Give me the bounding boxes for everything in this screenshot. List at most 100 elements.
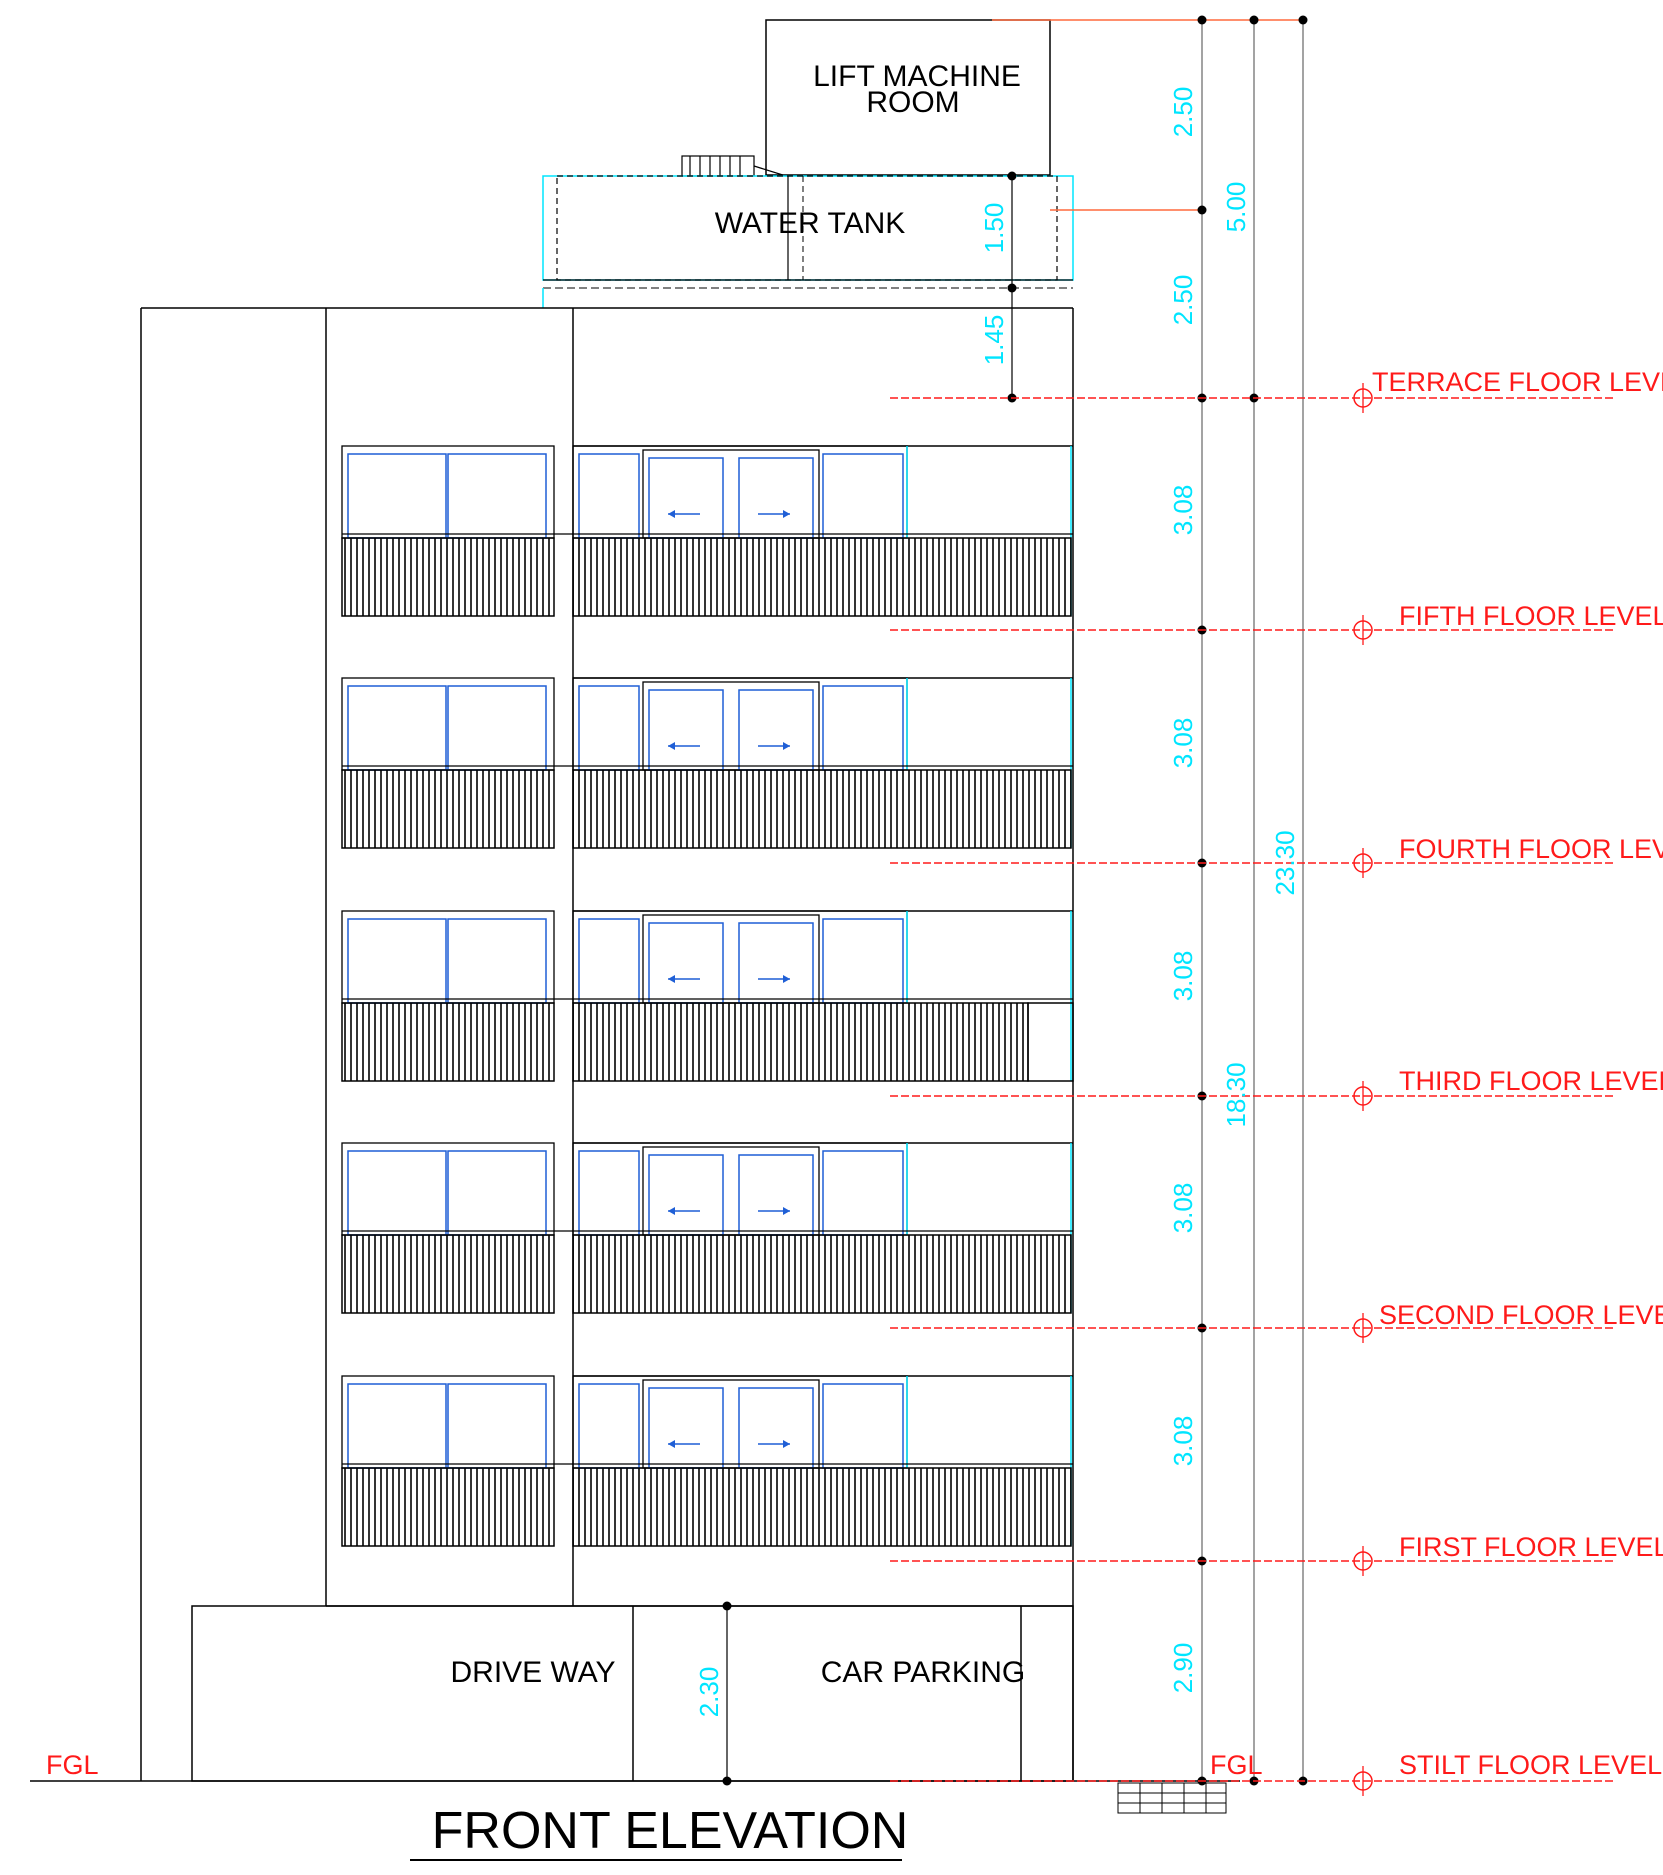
level-label-third: THIRD FLOOR LEVEL [1399, 1066, 1663, 1096]
dim-floor4: 3.08 [1168, 718, 1198, 769]
fgl-right-label: FGL [1210, 1750, 1263, 1780]
dimension-dot [1298, 15, 1308, 25]
window-pane [347, 453, 447, 539]
level-lines [890, 383, 1615, 1796]
balcony-railing-left [341, 537, 555, 617]
sliding-door-leaf [738, 689, 814, 771]
floor-bay [341, 445, 1073, 617]
floor-bay [341, 677, 1073, 849]
sliding-door-leaf [738, 1154, 814, 1236]
hatch-block [1117, 1782, 1227, 1814]
door-opening [642, 1146, 820, 1236]
window-pane [347, 685, 447, 771]
dimension-dot [1007, 283, 1017, 293]
window-pane [447, 453, 547, 539]
slide-arrow-left-head [668, 1440, 675, 1448]
balcony-railing-right [572, 769, 1072, 849]
window-pane [347, 918, 447, 1004]
dim-parapet: 1.45 [979, 315, 1009, 366]
door-frame [572, 677, 908, 771]
dim-lmr: 2.50 [1168, 87, 1198, 138]
dimension-dot [1197, 15, 1207, 25]
stilt-floor [191, 1605, 1074, 1782]
window-pane [578, 1383, 640, 1469]
window-pane [447, 1383, 547, 1469]
dimension-ticks-top [992, 19, 1303, 211]
floor-bay [341, 910, 1074, 1082]
door-frame [572, 910, 908, 1004]
floor-bay [341, 1375, 1073, 1547]
balcony-railing-left [341, 1002, 555, 1082]
dim-floor5: 3.08 [1168, 485, 1198, 536]
window-pane [447, 918, 547, 1004]
sliding-door-leaf [648, 1154, 724, 1236]
window-pane [822, 685, 904, 771]
balcony-railing-left [341, 769, 555, 849]
sliding-door-leaf [648, 457, 724, 539]
sliding-door-leaf [738, 1387, 814, 1469]
water-tank [542, 175, 1074, 308]
balcony-railing-right [572, 1234, 1072, 1314]
dim-floor2: 3.08 [1168, 1183, 1198, 1234]
dim-headroom: 2.50 [1168, 275, 1198, 326]
drawing-title: FRONT ELEVATION [432, 1802, 909, 1860]
sliding-door-leaf [648, 922, 724, 1004]
dimension-dot [722, 1776, 732, 1786]
level-label-stilt: STILT FLOOR LEVEL [1399, 1750, 1662, 1780]
dim-overall: 23.30 [1270, 830, 1300, 895]
slide-arrow-left-head [668, 742, 675, 750]
dim-tank: 1.50 [979, 203, 1009, 254]
drive-way-label: DRIVE WAY [450, 1656, 615, 1689]
window-pane [822, 918, 904, 1004]
balcony-railing-left [341, 1467, 555, 1547]
fgl-left-label: FGL [46, 1750, 99, 1780]
slide-arrow-right-head [783, 742, 790, 750]
balcony-railing-right [572, 1467, 1072, 1547]
sliding-door-leaf [738, 922, 814, 1004]
dim-stilt: 2.90 [1168, 1643, 1198, 1694]
level-label-terrace: TERRACE FLOOR LEVEL [1372, 367, 1663, 397]
window-pane [447, 1150, 547, 1236]
dimension-chains [726, 20, 1304, 1781]
window-pane [447, 685, 547, 771]
dim-floor1: 3.08 [1168, 1416, 1198, 1467]
window-pane [347, 1150, 447, 1236]
dimension-dot [1249, 15, 1259, 25]
dim-floor3: 3.08 [1168, 951, 1198, 1002]
floor-bay [341, 1142, 1073, 1314]
railing-gap [1027, 1002, 1074, 1082]
sliding-door-leaf [648, 689, 724, 771]
window-pane [822, 1150, 904, 1236]
dim-tank-total: 5.00 [1221, 182, 1251, 233]
slide-arrow-right-head [783, 510, 790, 518]
window-pane [822, 453, 904, 539]
dim-parking-clear: 2.30 [694, 1667, 724, 1718]
door-opening [642, 449, 820, 539]
level-label-second: SECOND FLOOR LEVEL [1379, 1300, 1663, 1330]
window-pane [578, 453, 640, 539]
window-pane [578, 1150, 640, 1236]
lift-machine-room-label-line2: ROOM [866, 86, 959, 119]
door-opening [642, 914, 820, 1004]
balcony-railing-right [572, 537, 1072, 617]
slide-arrow-right-head [783, 1207, 790, 1215]
balcony-railing-right [572, 1002, 1029, 1082]
slide-arrow-left-head [668, 510, 675, 518]
door-frame [572, 1375, 908, 1469]
sliding-door-leaf [738, 457, 814, 539]
window-pane [578, 685, 640, 771]
door-opening [642, 1379, 820, 1469]
window-pane [578, 918, 640, 1004]
slide-arrow-right-head [783, 975, 790, 983]
sliding-door-leaf [648, 1387, 724, 1469]
window-pane [347, 1383, 447, 1469]
floor-bays [341, 445, 1074, 1547]
car-parking-label: CAR PARKING [821, 1656, 1025, 1689]
slide-arrow-left-head [668, 975, 675, 983]
door-frame [572, 445, 908, 539]
level-label-fifth: FIFTH FLOOR LEVEL [1399, 601, 1663, 631]
dimension-dot [1007, 171, 1017, 181]
level-label-first: FIRST FLOOR LEVEL [1399, 1532, 1663, 1562]
water-tank-label: WATER TANK [715, 207, 906, 240]
